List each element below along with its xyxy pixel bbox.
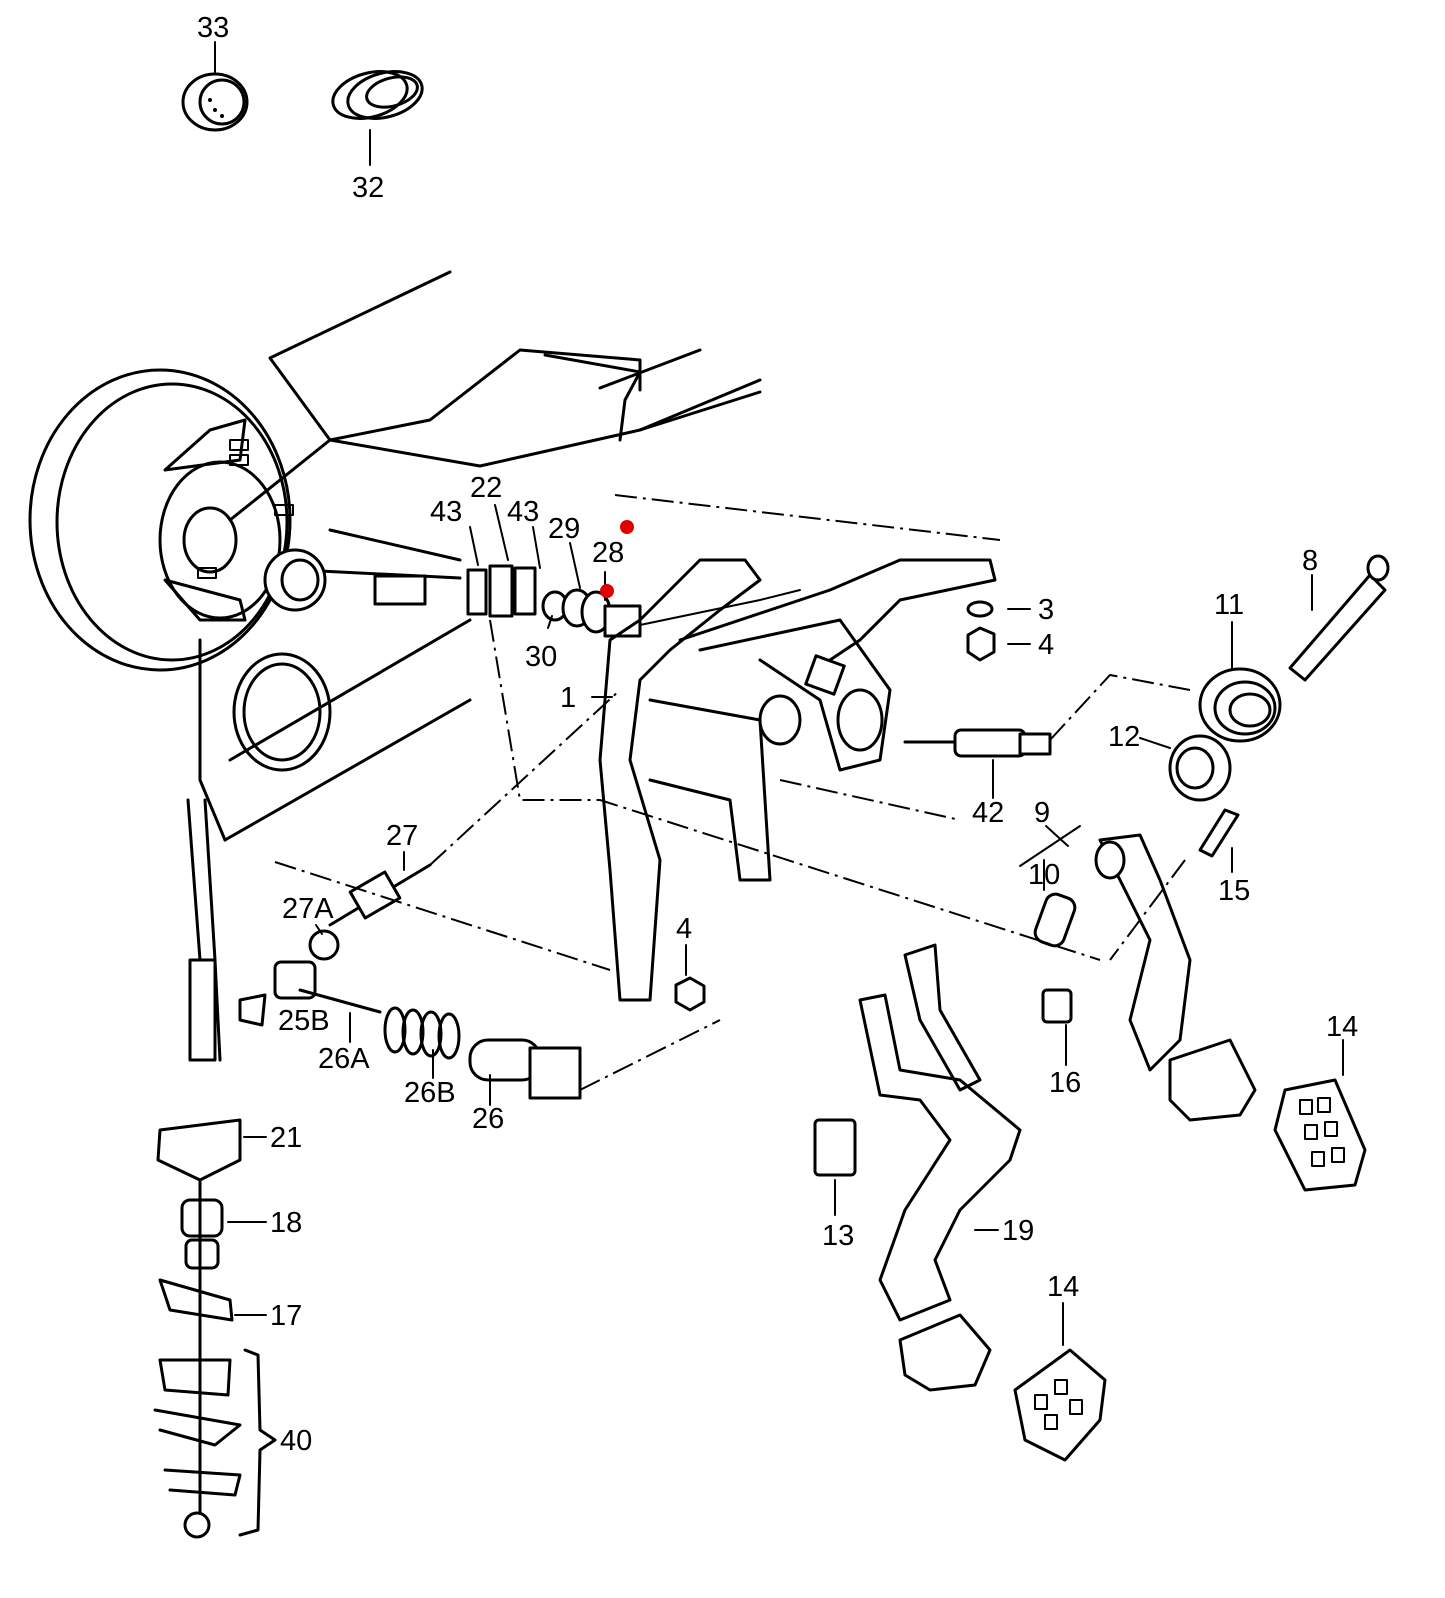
clip-16 — [1041, 988, 1073, 1024]
firewall-panel — [198, 270, 762, 842]
brake-light-switch — [903, 728, 1052, 758]
callout-labels: 33 32 22 43 43 29 28 30 1 3 4 42 8 11 12… — [197, 12, 1358, 1457]
brake-booster — [28, 368, 294, 672]
callout-18: 18 — [270, 1207, 302, 1239]
callout-26b: 26B — [404, 1077, 456, 1109]
pushrod-assembly — [263, 528, 801, 638]
callout-14-bottom: 14 — [1047, 1271, 1079, 1303]
callout-14-right: 14 — [1326, 1011, 1358, 1043]
clutch-pedal — [858, 943, 1022, 1392]
callout-30: 30 — [525, 641, 557, 673]
callout-26: 26 — [472, 1103, 504, 1135]
nut-4-top — [966, 626, 996, 662]
pivot-pin-8 — [1288, 554, 1390, 682]
red-marker — [600, 584, 614, 598]
clutch-pushrod — [238, 863, 432, 1027]
callout-21: 21 — [270, 1122, 302, 1154]
pedal-bracket — [598, 558, 997, 1002]
callout-27a: 27A — [282, 893, 334, 925]
callout-13: 13 — [822, 1220, 854, 1252]
callout-29: 29 — [548, 513, 580, 545]
assembly-lines — [274, 494, 1191, 1091]
damper-26 — [468, 1038, 582, 1100]
pedal-pad-14-bottom — [1013, 1348, 1107, 1462]
callout-12: 12 — [1108, 721, 1140, 753]
gasket-32 — [331, 70, 424, 120]
grommet-33 — [181, 72, 249, 132]
red-marker — [620, 520, 634, 534]
pedal-pad-14-right — [1273, 1078, 1367, 1192]
callout-43-right: 43 — [507, 496, 539, 528]
callout-42: 42 — [972, 797, 1004, 829]
callout-1: 1 — [560, 682, 576, 714]
callout-25b: 25B — [278, 1005, 330, 1037]
clutch-cable — [153, 798, 277, 1539]
callout-19: 19 — [1002, 1215, 1034, 1247]
callout-8: 8 — [1302, 545, 1318, 577]
leader-lines — [214, 41, 1344, 1346]
callout-17: 17 — [270, 1300, 302, 1332]
callout-10: 10 — [1028, 859, 1060, 891]
spring-26b — [383, 1006, 461, 1060]
callout-3: 3 — [1038, 594, 1054, 626]
callout-32: 32 — [352, 172, 384, 204]
brake-pedal — [1094, 833, 1257, 1122]
bolt-15 — [1198, 808, 1240, 858]
callout-26a: 26A — [318, 1043, 370, 1075]
callout-27: 27 — [386, 820, 418, 852]
callout-4-mid: 4 — [676, 913, 692, 945]
callout-33: 33 — [197, 12, 229, 44]
callout-16: 16 — [1049, 1067, 1081, 1099]
callout-9: 9 — [1034, 797, 1050, 829]
washer-3 — [966, 600, 994, 618]
callout-28: 28 — [592, 537, 624, 569]
callout-11: 11 — [1214, 589, 1244, 621]
return-spring-11 — [1198, 667, 1282, 743]
clip-13 — [813, 1118, 857, 1177]
callout-22: 22 — [470, 472, 502, 504]
callout-4-top: 4 — [1038, 629, 1054, 661]
callout-43-left: 43 — [430, 496, 462, 528]
seal-ring — [232, 652, 332, 772]
red-markers — [600, 520, 634, 598]
bushing-12 — [1168, 734, 1232, 802]
callout-40: 40 — [280, 1425, 312, 1457]
callout-15: 15 — [1218, 875, 1250, 907]
nut-4-mid — [674, 976, 706, 1012]
